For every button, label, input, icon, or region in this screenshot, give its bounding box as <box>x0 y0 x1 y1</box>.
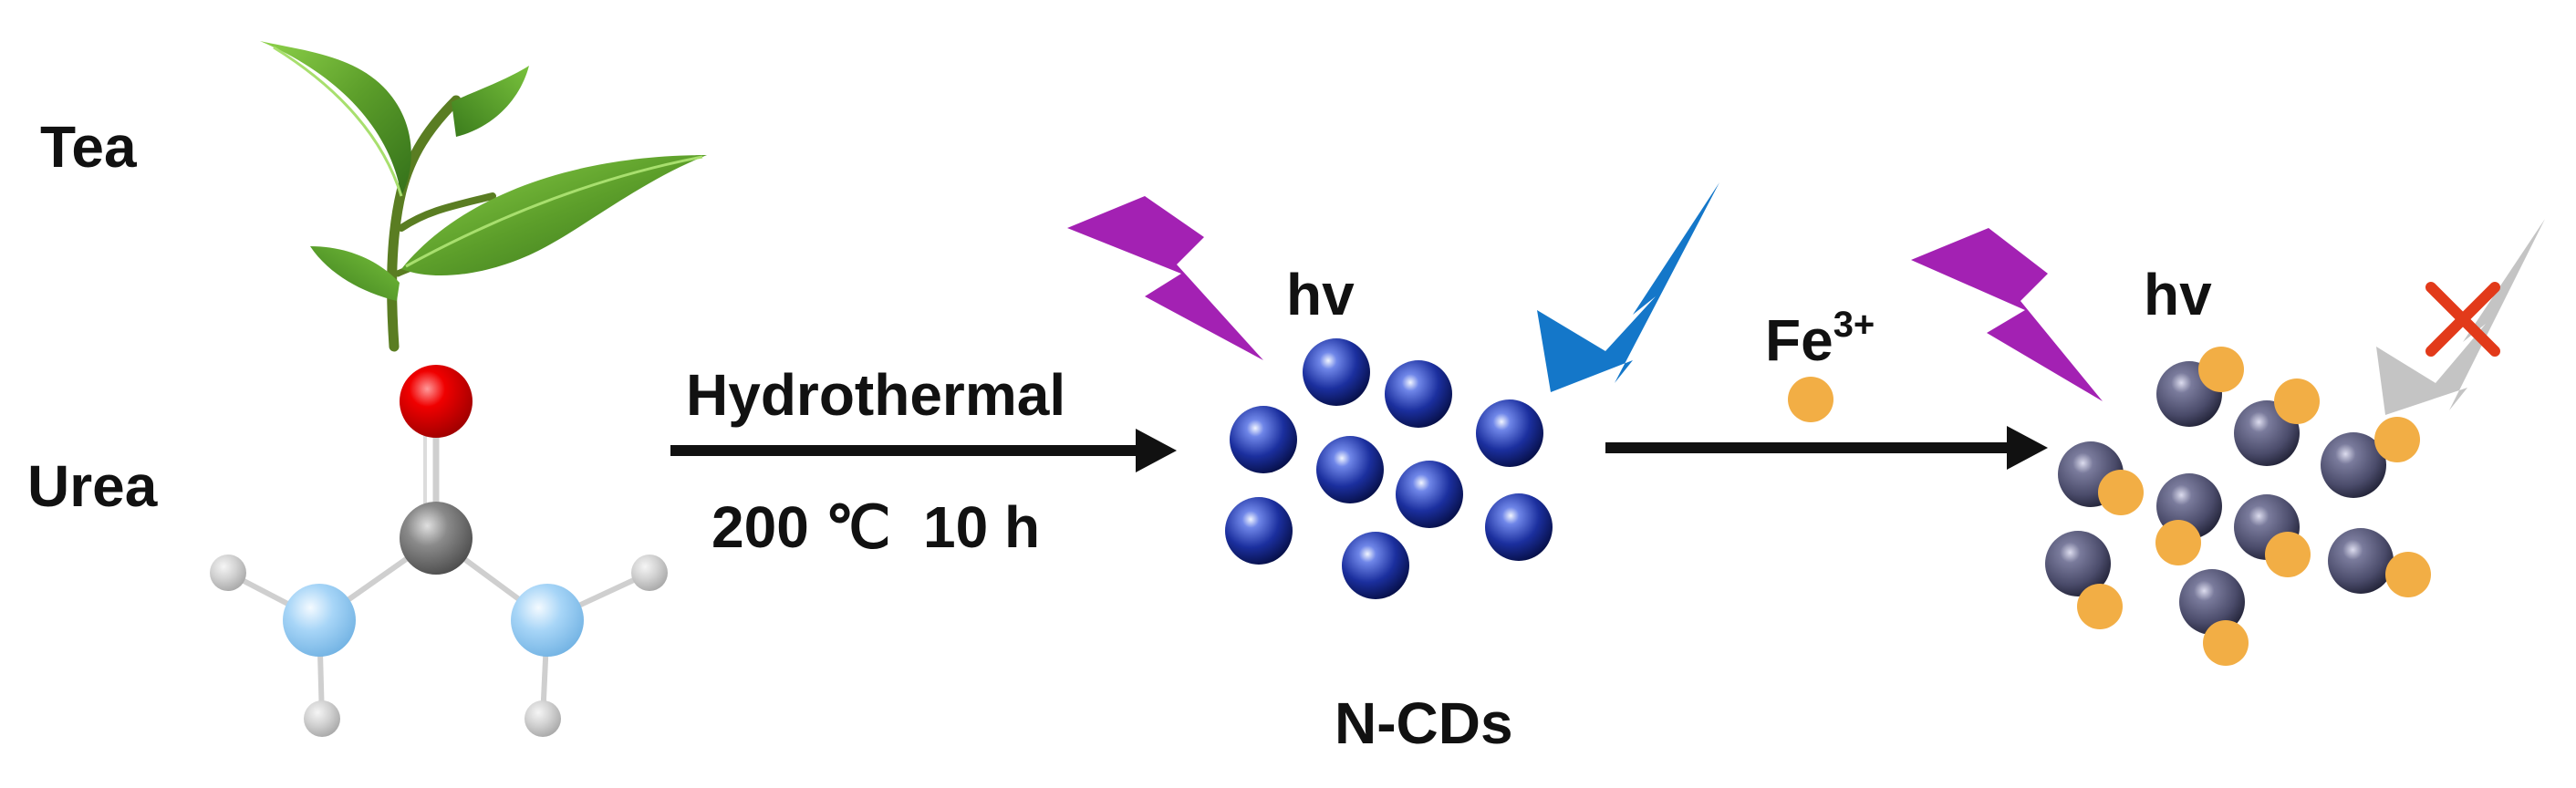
hydrogen-atom <box>525 700 561 737</box>
crossed-lightning-icon <box>2376 219 2545 415</box>
urea-label: Urea <box>27 453 158 519</box>
fe-ion-dot <box>2374 417 2420 462</box>
hv-label-quenched: hv <box>2144 262 2212 327</box>
fe-ion-dot <box>2155 520 2201 565</box>
quenched-dot <box>2179 569 2245 635</box>
quenched-cluster <box>2045 347 2431 666</box>
hydrogen-atom <box>631 555 668 591</box>
quenched-dot <box>2045 531 2111 596</box>
fe-ion-dot <box>2077 584 2123 629</box>
oxygen-atom <box>400 365 473 438</box>
emission-lightning-bolt-icon <box>1537 182 1719 392</box>
tea-leaf-icon <box>260 41 707 352</box>
fe-ion-legend-dot <box>1788 377 1833 422</box>
n-cd-dot <box>1225 497 1293 565</box>
n-cd-dot <box>1303 338 1370 406</box>
fe-ion-symbol: Fe <box>1765 307 1833 373</box>
nitrogen-atom <box>511 584 584 657</box>
carbon-atom <box>400 502 473 575</box>
fe-ion-dot <box>2265 532 2311 577</box>
fe-ion-dot <box>2385 552 2431 597</box>
reaction-conditions-label: 200 ℃ 10 h <box>712 494 1040 560</box>
tea-label: Tea <box>40 114 137 180</box>
n-cd-dot <box>1476 399 1543 467</box>
n-cd-dot <box>1396 461 1463 528</box>
excitation-lightning-bolt-icon <box>1067 196 1263 360</box>
fe-ion-dot <box>2203 620 2249 666</box>
n-cds-label: N-CDs <box>1335 690 1513 756</box>
fe-ion-dot <box>2098 470 2144 515</box>
reaction-arrow <box>670 429 1177 472</box>
quenched-dot <box>2328 528 2394 594</box>
urea-molecule-icon <box>210 365 668 737</box>
n-cd-dot <box>1485 493 1553 561</box>
n-cd-dot <box>1385 360 1452 428</box>
n-cd-dot <box>1316 436 1384 503</box>
nitrogen-atom <box>283 584 356 657</box>
reaction-arrow <box>1605 426 2048 470</box>
fe-ion-dot <box>2274 378 2320 424</box>
fe-ion-label: Fe3+ <box>1765 305 1875 373</box>
n-cds-cluster <box>1225 338 1553 599</box>
excitation-lightning-bolt-icon <box>1911 228 2103 401</box>
hydrogen-atom <box>210 555 246 591</box>
hv-label-excitation: hv <box>1286 262 1355 327</box>
hydrogen-atom <box>304 700 340 737</box>
n-cd-dot <box>1230 406 1297 473</box>
hydrothermal-label: Hydrothermal <box>686 362 1065 428</box>
fe-ion-dot <box>2198 347 2244 392</box>
n-cd-dot <box>1342 532 1409 599</box>
quenched-dot <box>2321 432 2386 498</box>
fe-ion-charge: 3+ <box>1833 305 1875 345</box>
